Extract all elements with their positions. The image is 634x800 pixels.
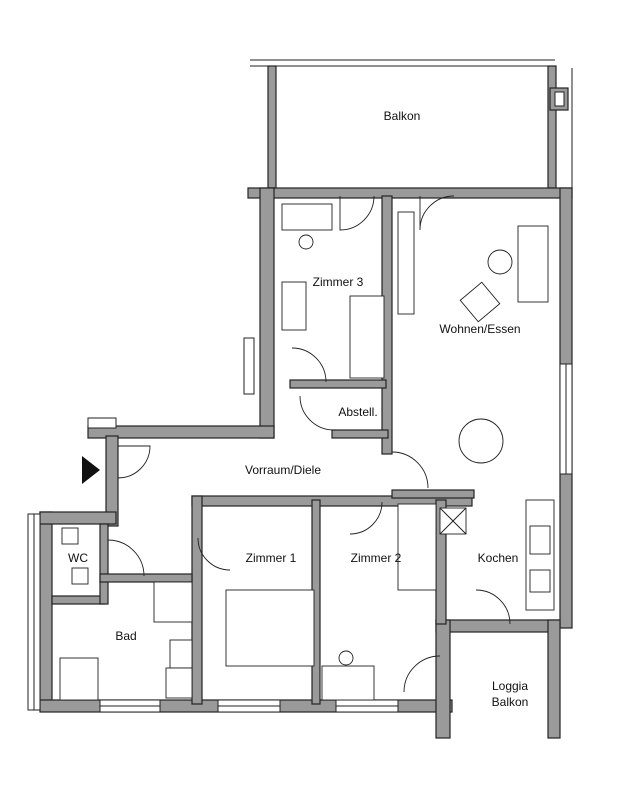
furniture [59,203,555,701]
balcony-structure [250,59,573,190]
doors [107,195,511,693]
entrance-arrow-icon [82,456,100,484]
room-label-vorraum-diele: Vorraum/Diele [245,463,321,477]
room-label-balkon: Balkon [384,109,421,123]
room-label-bad: Bad [115,629,136,643]
room-label-zimmer3: Zimmer 3 [313,275,364,289]
windows [27,337,573,713]
interior-walls [51,195,475,705]
room-label-loggia-balkon: Balkon [492,695,529,709]
room-label-zimmer2: Zimmer 2 [351,551,402,565]
room-label-zimmer1: Zimmer 1 [246,551,297,565]
room-label-kochen: Kochen [478,551,519,565]
room-label-wc: WC [68,551,88,565]
room-label-wohnen-essen: Wohnen/Essen [439,322,520,336]
room-label-loggia: Loggia [492,679,528,693]
room-label-abstell: Abstell. [338,405,377,419]
